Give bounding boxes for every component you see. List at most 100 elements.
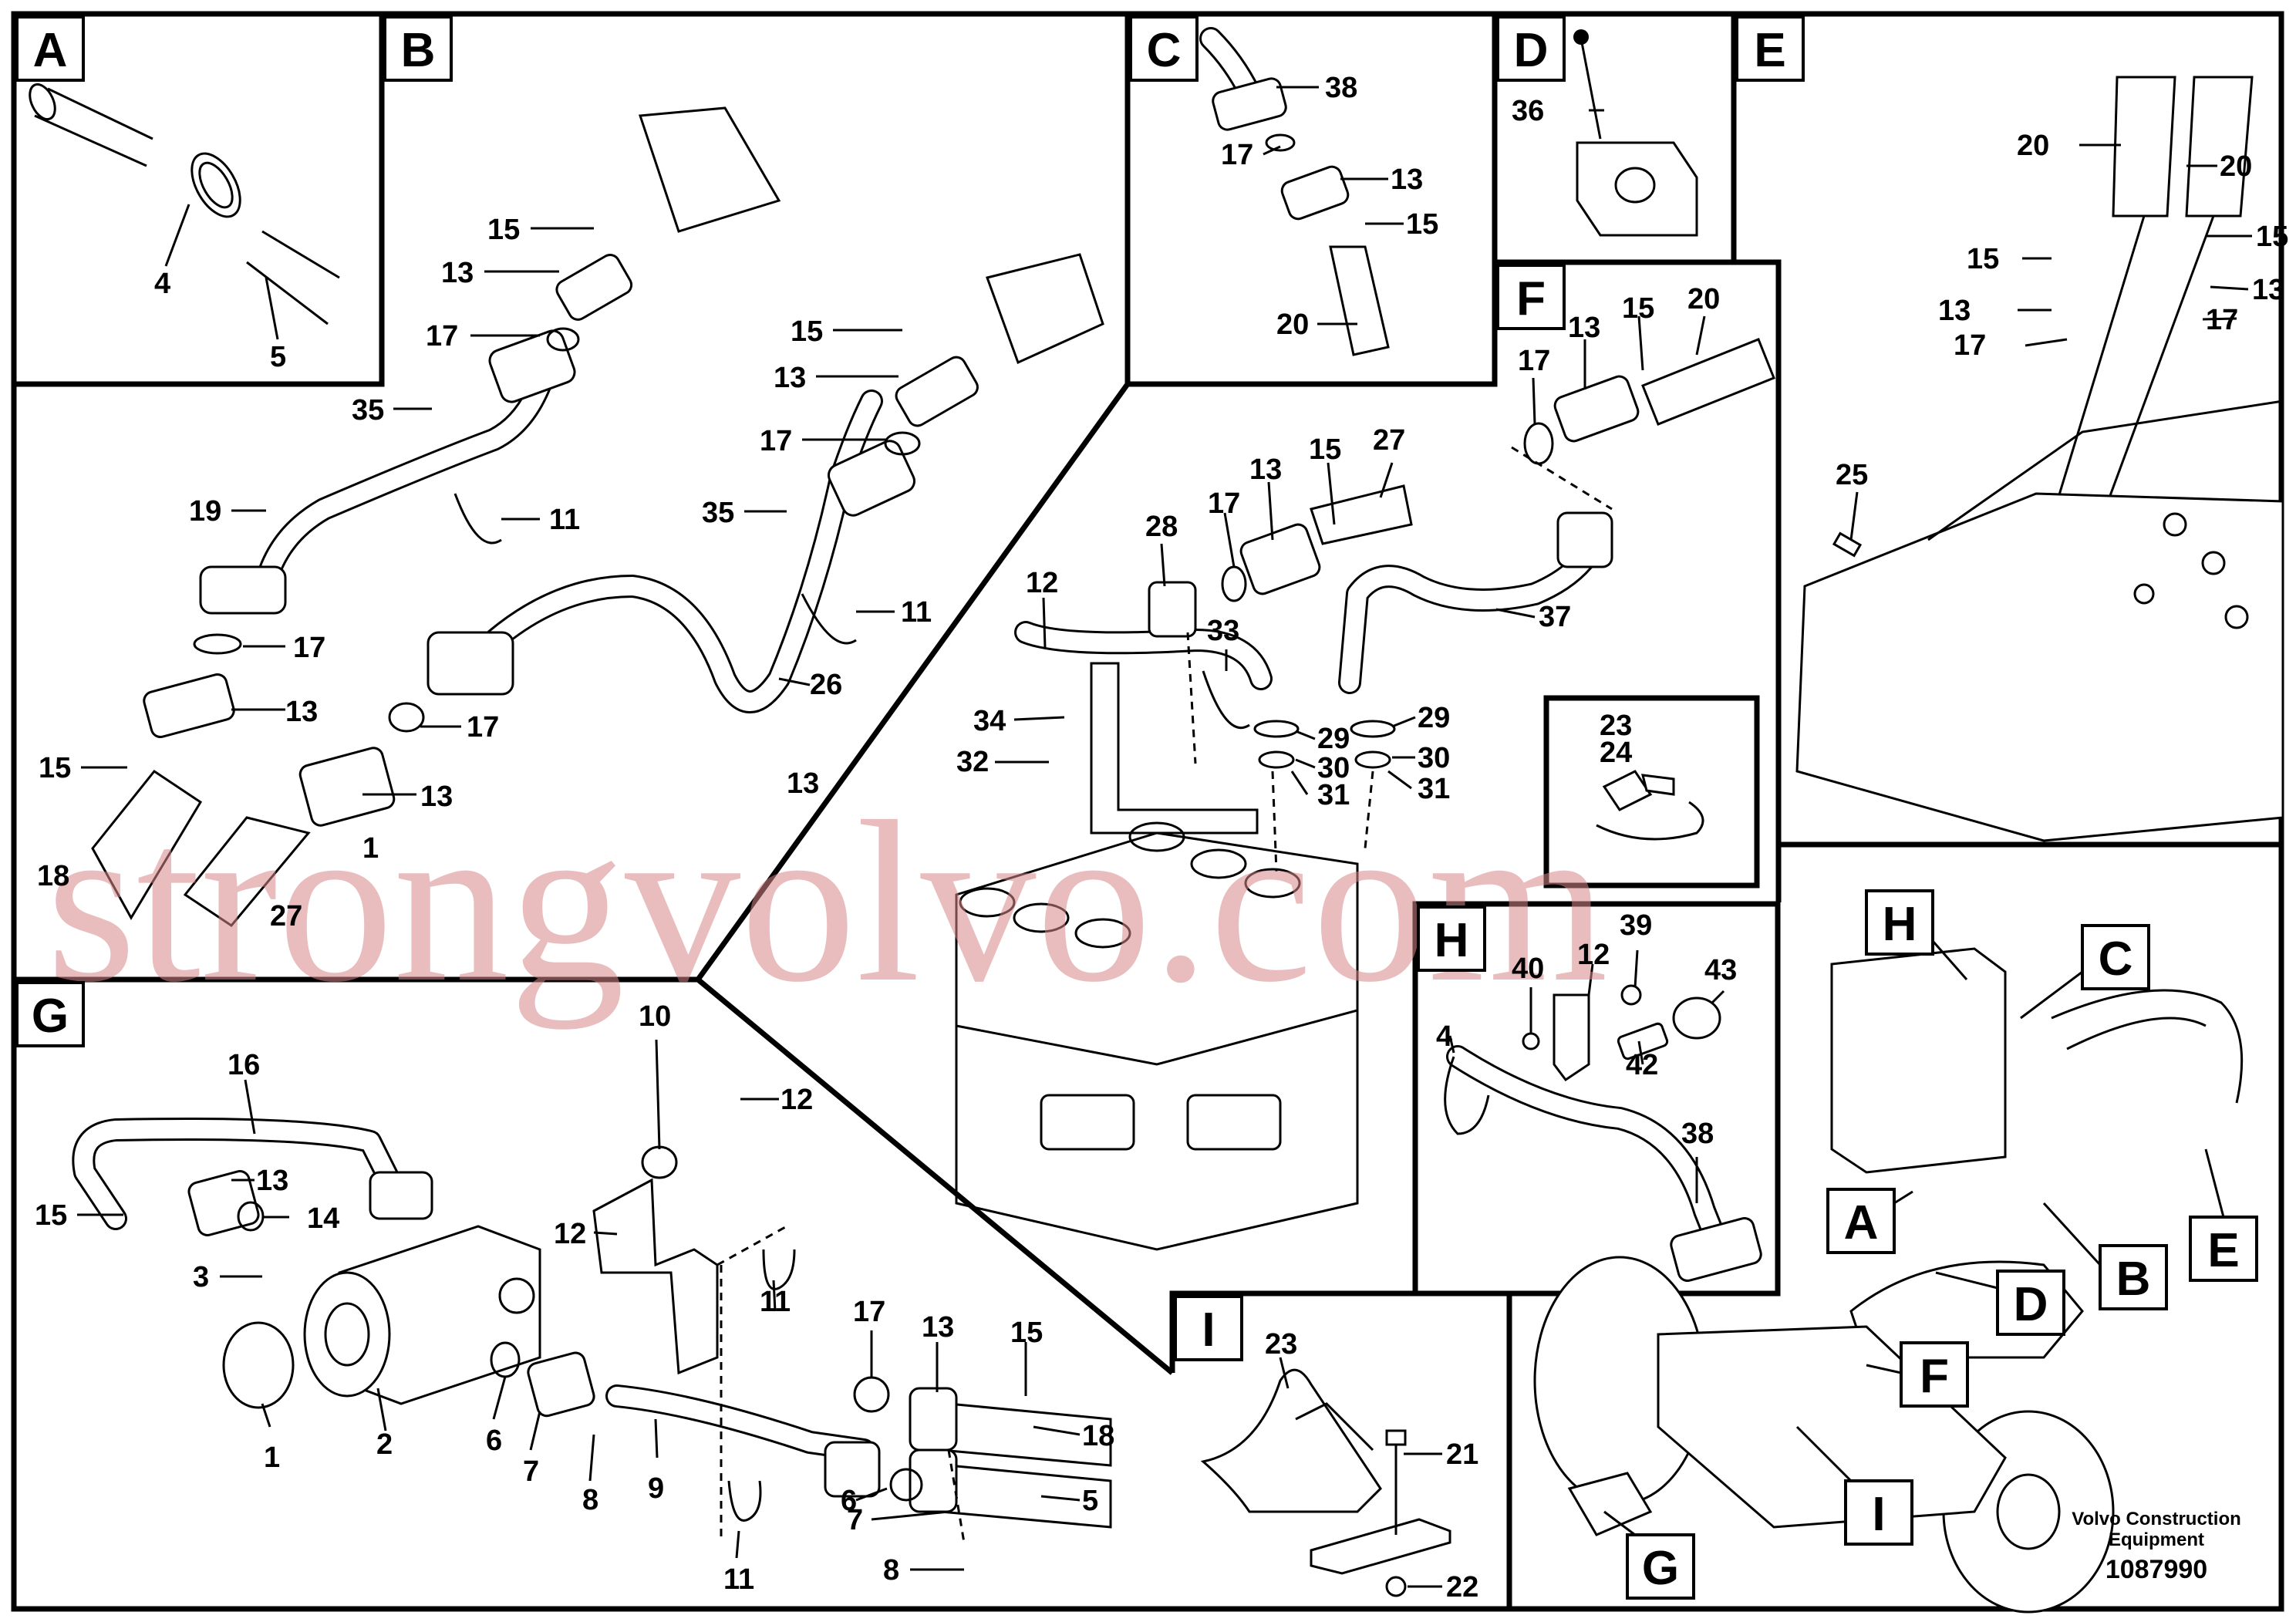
callout: 18 (1082, 1420, 1114, 1452)
hose-clamp (190, 152, 241, 218)
callout: 17 (1954, 329, 1986, 362)
callout: 31 (1317, 779, 1350, 811)
flange-center (426, 631, 514, 696)
callout: 17 (853, 1296, 885, 1328)
port (498, 1277, 535, 1314)
panel-letter-i: I (1174, 1295, 1243, 1361)
port (1074, 918, 1131, 949)
guard-23 (1200, 1368, 1382, 1513)
overview-label-e: E (2189, 1148, 2258, 1282)
leader-a-5 (265, 277, 279, 340)
callout: 34 (973, 705, 1006, 737)
callout: 7 (847, 1504, 863, 1536)
callouts-panel-f: 13 15 20 17 37 28 12 13 15 27 17 33 34 3… (956, 283, 1720, 811)
callout: 13 (922, 1311, 954, 1344)
panel-letter-a: A (15, 15, 85, 82)
overview-label-d: D (1935, 1270, 2065, 1336)
watermark: strongvolvo.com (46, 774, 1608, 1030)
panel-label-e: E (1754, 24, 1785, 77)
overview-label-c: C (2020, 924, 2150, 1020)
bracket-top (1927, 400, 2284, 541)
callout: 17 (1518, 345, 1550, 377)
callout: 11 (549, 504, 580, 536)
pump-assembly (1567, 1472, 1653, 1536)
panel-b-drawing (81, 106, 1104, 927)
panel-d-drawing (1573, 29, 1698, 237)
callout: 15 (1622, 292, 1654, 325)
pipe-26 (451, 389, 883, 713)
callout: 42 (1626, 1049, 1658, 1081)
split-flange (527, 1351, 595, 1418)
callout: 20 (2017, 130, 2049, 162)
callouts-panel-a: 4 5 (154, 268, 286, 373)
callout: 23 (1600, 710, 1632, 742)
callout: 26 (810, 669, 842, 701)
callout: 15 (1406, 208, 1438, 241)
callout: 6 (486, 1425, 502, 1457)
callout: 4 (1436, 1020, 1452, 1053)
callouts-panel-i: 23 21 22 (1265, 1328, 1478, 1603)
flange-top-right (827, 440, 916, 517)
callout: 12 (1577, 939, 1610, 971)
o-ring (1221, 565, 1247, 602)
overview-label-g: G (1603, 1510, 1695, 1600)
hose-27 (1310, 484, 1413, 545)
callout: 35 (702, 497, 734, 529)
callout: 14 (307, 1202, 339, 1235)
svg-text:I: I (1872, 1488, 1885, 1541)
bracket (592, 1178, 719, 1375)
callout: 5 (270, 341, 286, 373)
panel-letter-b: B (383, 15, 453, 82)
panel-label-d: D (1514, 24, 1549, 77)
panel-b-leaders (81, 227, 902, 796)
o-ring (546, 327, 580, 352)
callout: 1 (264, 1442, 280, 1474)
svg-text:G: G (1642, 1542, 1679, 1595)
callout: 25 (1836, 459, 1868, 491)
callout: 17 (467, 711, 499, 744)
panel-letter-c: C (1129, 15, 1199, 82)
callout: 13 (1568, 312, 1600, 344)
o-ring (193, 633, 242, 655)
u-clamp (762, 1249, 796, 1290)
panel-c-drawing (1199, 27, 1404, 356)
svg-text:D: D (2014, 1278, 2048, 1331)
split-flange (1553, 375, 1640, 443)
callout: 13 (256, 1165, 288, 1197)
callout: 12 (1026, 567, 1058, 599)
split-flange (1280, 165, 1350, 221)
callout: 32 (956, 746, 989, 778)
maker-line-1: Volvo Construction (2072, 1509, 2241, 1529)
callout: 23 (1265, 1328, 1297, 1361)
panel-f-drawing (955, 315, 1775, 1251)
callout: 12 (554, 1218, 586, 1250)
callout: 13 (787, 767, 819, 800)
hose-clamp-inner (198, 161, 234, 209)
callout: 24 (1600, 737, 1632, 769)
cable-tie-clip (1602, 770, 1653, 811)
callout: 36 (1512, 95, 1544, 127)
lower-hose-right (183, 816, 311, 927)
panel-letter-h: H (1417, 905, 1486, 972)
callout: 38 (1325, 72, 1357, 104)
panel-letter-d: D (1496, 15, 1566, 82)
flange (1212, 77, 1287, 131)
callout: 2 (376, 1428, 393, 1461)
panel-h-drawing (1444, 949, 1762, 1283)
flange (369, 1171, 433, 1220)
callout: 29 (1317, 723, 1350, 755)
nut-30 (1258, 750, 1295, 769)
callout: 30 (1418, 742, 1450, 774)
split-flange (298, 747, 396, 827)
hydraulic-tank (1830, 947, 2007, 1174)
flange-top-left (488, 329, 576, 403)
panel-letter-g: G (15, 981, 85, 1047)
callout: 28 (1145, 511, 1178, 543)
overview-label-b: B (2042, 1202, 2168, 1310)
callout: 13 (774, 362, 806, 394)
assembly-lines (716, 1225, 966, 1543)
plate-cutout (1040, 1094, 1135, 1151)
port (1190, 848, 1247, 879)
